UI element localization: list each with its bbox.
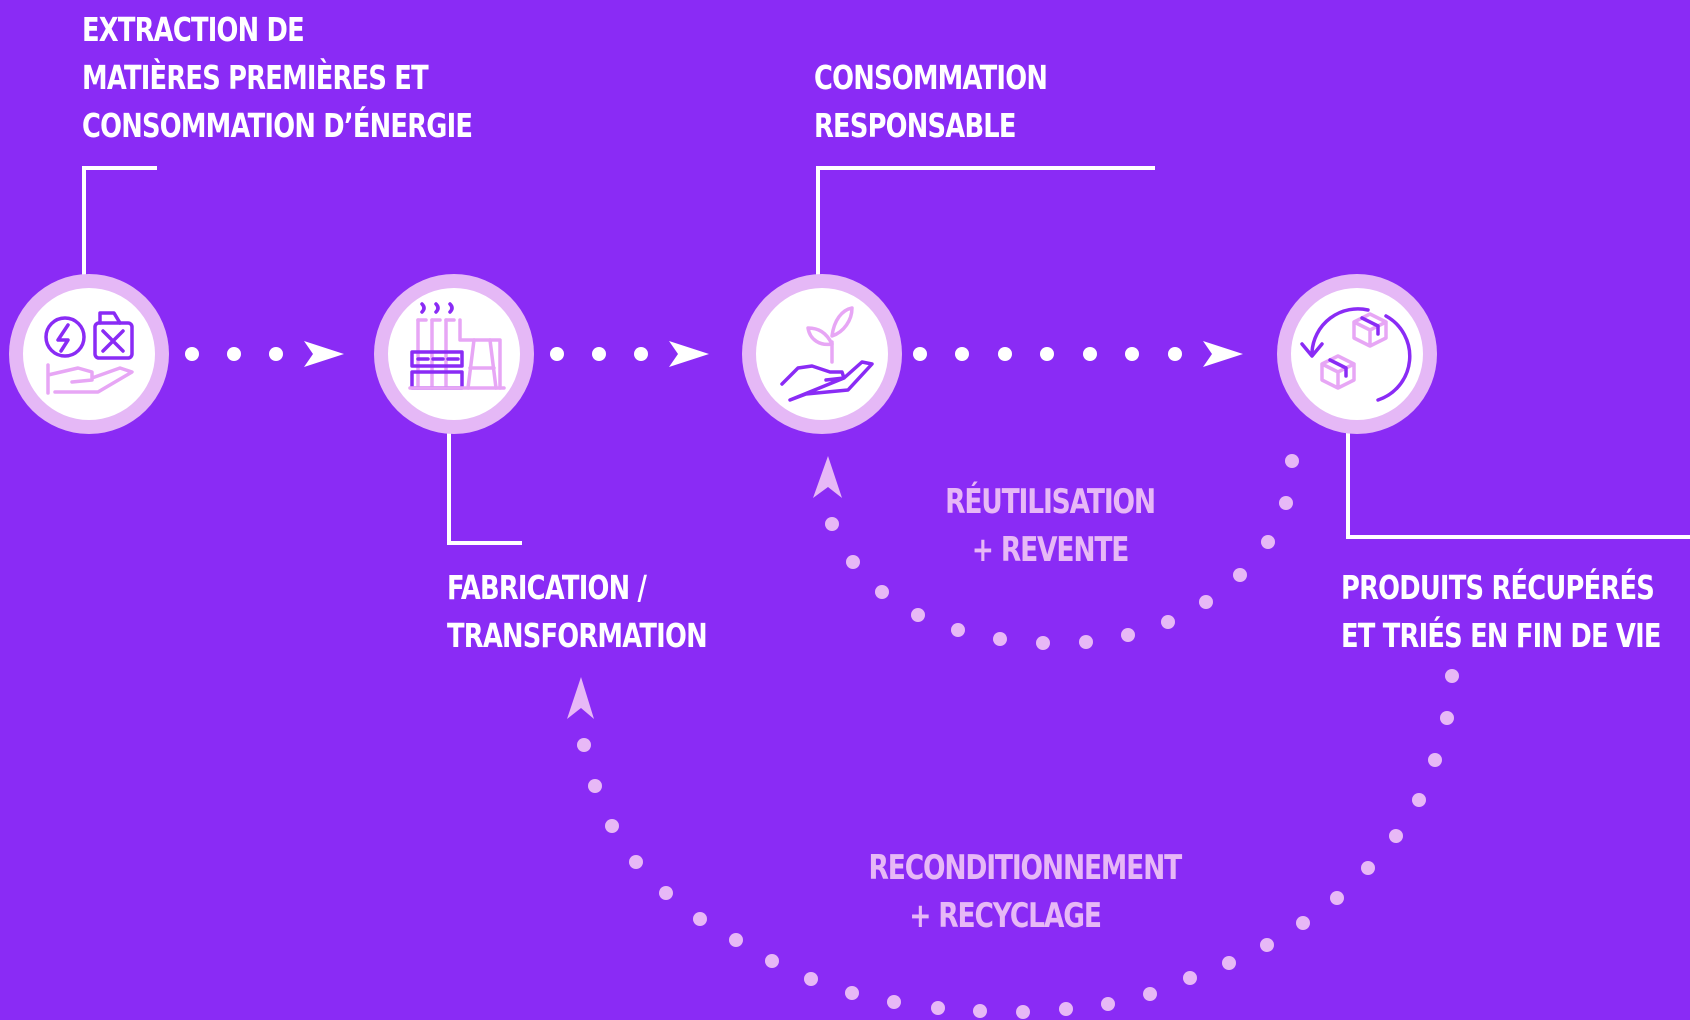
recycle-loop-label-line-1: RECONDITIONNEMENT	[868, 848, 1183, 888]
reuse-loop-label-line-2: + REVENTE	[971, 530, 1130, 570]
arrow-step-1-to-2	[185, 341, 344, 367]
step-2-label: FABRICATION / TRANSFORMATION	[447, 564, 708, 660]
step-3-label-line-2: RESPONSABLE	[814, 106, 1016, 145]
step-4-label-line-1: PRODUITS RÉCUPÉRÉS	[1341, 568, 1655, 607]
step-1-label-line-1: EXTRACTION DE	[82, 10, 305, 49]
step-1-label-line-2: MATIÈRES PREMIÈRES ET	[82, 58, 429, 97]
reuse-loop-label-line-1: RÉUTILISATION	[945, 482, 1156, 522]
energy-extraction-icon	[44, 311, 134, 395]
connector-lines	[82, 166, 1690, 545]
step-2-label-line-2: TRANSFORMATION	[447, 616, 708, 655]
step-node-4	[1277, 274, 1437, 434]
connector-step-3	[816, 166, 1155, 275]
step-4-label-line-2: ET TRIÉS EN FIN DE VIE	[1341, 616, 1662, 655]
forward-arrows	[185, 341, 1243, 367]
return-loops	[567, 454, 1459, 1019]
connector-step-1	[82, 166, 157, 275]
step-4-label: PRODUITS RÉCUPÉRÉS ET TRIÉS EN FIN DE VI…	[1341, 564, 1662, 660]
factory-icon	[408, 302, 506, 390]
recycle-loop-label: RECONDITIONNEMENT + RECYCLAGE	[868, 844, 1183, 940]
connector-step-4	[1346, 432, 1690, 539]
step-node-2	[374, 274, 534, 434]
arrow-step-3-to-4	[913, 341, 1243, 367]
reuse-loop-label: RÉUTILISATION + REVENTE	[933, 478, 1167, 574]
step-1-label-line-3: CONSOMMATION D’ÉNERGIE	[82, 106, 473, 145]
step-3-label: CONSOMMATION RESPONSABLE	[814, 54, 1048, 150]
recycle-loop-label-line-2: + RECYCLAGE	[909, 896, 1102, 936]
boxes-cycle-icon	[1300, 307, 1412, 402]
plant-in-hand-icon	[780, 306, 874, 402]
step-node-1	[9, 274, 169, 434]
recycle-loop-dots	[567, 669, 1459, 1019]
connector-step-2	[447, 432, 522, 545]
step-2-label-line-1: FABRICATION /	[447, 568, 647, 607]
recycle-loop-arrowhead	[567, 677, 594, 719]
reuse-loop-arrowhead	[813, 456, 842, 498]
step-1-label: EXTRACTION DE MATIÈRES PREMIÈRES ET CONS…	[82, 6, 473, 150]
reuse-loop-dots	[813, 454, 1299, 650]
step-3-label-line-1: CONSOMMATION	[814, 58, 1048, 97]
arrow-step-2-to-3	[550, 341, 709, 367]
step-node-3	[742, 274, 902, 434]
